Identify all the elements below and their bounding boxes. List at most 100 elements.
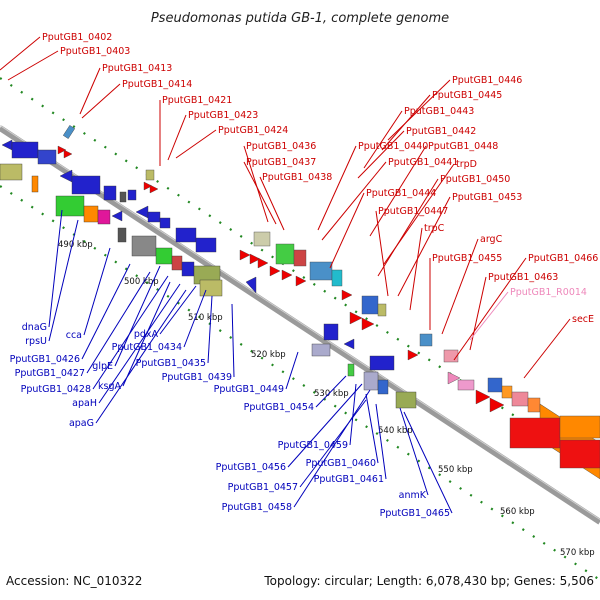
gene-label[interactable]: PputGB1_0455 — [432, 253, 502, 264]
leader-line — [381, 94, 431, 151]
topology-text: Topology: circular; Length: 6,078,430 bp… — [263, 574, 594, 588]
gene-label[interactable]: PputGB1_0463 — [488, 272, 558, 283]
gene-label[interactable]: PputGB1_0436 — [246, 141, 316, 152]
leader-line — [357, 130, 405, 179]
leader-line — [114, 265, 161, 367]
leader-line — [7, 50, 59, 81]
gene-label[interactable]: PputGB1_0403 — [60, 46, 130, 57]
gene-label[interactable]: PputGB1_0449 — [214, 384, 284, 395]
gene-label[interactable]: PputGB1_0441 — [388, 157, 458, 168]
leader-line — [453, 257, 527, 361]
gene-label[interactable]: PputGB1_0437 — [246, 157, 316, 168]
scale-tick-label: 490 kbp — [58, 240, 93, 250]
gene-label[interactable]: PputGB1_0421 — [162, 95, 232, 106]
leader-line — [409, 227, 423, 311]
leader-line — [441, 238, 479, 335]
leader-line — [523, 318, 571, 379]
gene-label[interactable]: apaH — [72, 398, 97, 409]
gene-label[interactable]: PputGB1_0413 — [102, 63, 172, 74]
leader-line — [175, 129, 217, 159]
leader-line — [86, 271, 151, 374]
leader-line — [469, 291, 509, 341]
gene-label[interactable]: PputGB1_0460 — [306, 458, 376, 469]
gene-label[interactable]: PputGB1_0435 — [136, 358, 206, 369]
gene-label[interactable]: PputGB1_0459 — [278, 440, 348, 451]
leader-line — [375, 210, 389, 297]
gene-label[interactable]: PputGB1_0402 — [42, 32, 112, 43]
gene-label[interactable]: PputGB1_0427 — [15, 368, 85, 379]
scale-tick-label: 510 kbp — [188, 313, 223, 323]
gene-label[interactable]: PputGB1_0458 — [222, 502, 292, 513]
leader-line — [299, 399, 367, 488]
scale-tick-label: 560 kbp — [500, 507, 535, 517]
gene-label[interactable]: trpC — [424, 223, 445, 234]
plus-strand-genes — [57, 125, 600, 480]
scale-tick-label: 520 kbp — [251, 350, 286, 360]
gene-label[interactable]: PputGB1_0447 — [378, 206, 448, 217]
leader-line — [159, 285, 197, 335]
label-leaders — [0, 36, 571, 514]
leader-line — [92, 275, 169, 390]
gene-label[interactable]: PputGB1_0428 — [21, 384, 91, 395]
scale-tick-label: 550 kbp — [438, 465, 473, 475]
leader-line — [167, 114, 187, 161]
gene-label[interactable]: PputGB1_0439 — [162, 372, 232, 383]
leader-line — [0, 36, 41, 71]
leader-line — [397, 196, 451, 297]
gene-label[interactable]: anmK — [399, 490, 427, 501]
gene-label[interactable]: pdxA — [134, 329, 159, 340]
gene-label[interactable]: trpD — [456, 159, 477, 170]
gene-label[interactable]: PputGB1_0461 — [314, 474, 384, 485]
gene-label[interactable]: secE — [572, 314, 594, 325]
leader-line — [79, 67, 101, 115]
leader-line — [317, 145, 357, 231]
gene-label[interactable]: PputGB1_0465 — [380, 508, 450, 519]
gene-label[interactable]: PputGB1_0453 — [452, 192, 522, 203]
gene-label[interactable]: argC — [480, 234, 503, 245]
leader-line — [83, 247, 111, 336]
leader-line — [95, 289, 187, 424]
gene-label[interactable]: PputGB1_0414 — [122, 79, 192, 90]
leader-line — [183, 289, 207, 348]
gene-label[interactable]: PputGB1_0423 — [188, 110, 258, 121]
gene-label[interactable]: cca — [66, 330, 82, 341]
gene-label[interactable]: PputGB1_0466 — [528, 253, 598, 264]
accession-text: Accession: NC_010322 — [6, 574, 142, 588]
gene-label[interactable]: apaG — [69, 418, 94, 429]
gene-label[interactable]: PputGB1_0443 — [404, 106, 474, 117]
gene-label[interactable]: PputGB1_0438 — [262, 172, 332, 183]
gene-label[interactable]: PputGB1_0446 — [452, 75, 522, 86]
leader-line — [375, 403, 387, 480]
gene-label[interactable]: PputGB1_R0014 — [510, 287, 587, 298]
gene-label[interactable]: PputGB1_0444 — [366, 188, 436, 199]
leader-line — [259, 176, 285, 231]
leader-line — [369, 145, 427, 237]
scale-tick-label: 500 kbp — [124, 277, 159, 287]
map-title: Pseudomonas putida GB-1, complete genome — [151, 11, 449, 26]
gene-label[interactable]: PputGB1_0448 — [428, 141, 498, 152]
leader-line — [287, 383, 363, 468]
gene-label[interactable]: rpsU — [25, 336, 47, 347]
leader-line — [81, 263, 131, 360]
leader-line — [243, 161, 277, 225]
leader-line — [315, 375, 347, 408]
gene-label[interactable]: PputGB1_0454 — [244, 402, 314, 413]
gene-label[interactable]: PputGB1_0456 — [216, 462, 286, 473]
gene-label[interactable]: ksgA — [98, 381, 121, 392]
gene-label[interactable]: glpE — [92, 361, 113, 372]
gene-label[interactable]: PputGB1_0424 — [218, 125, 288, 136]
gene-label[interactable]: dnaG — [22, 322, 47, 333]
gene-label[interactable]: PputGB1_0434 — [112, 342, 182, 353]
gene-label[interactable]: PputGB1_0457 — [228, 482, 298, 493]
gene-label[interactable]: PputGB1_0445 — [432, 90, 502, 101]
gene-label[interactable]: PputGB1_0450 — [440, 174, 510, 185]
scale-tick-label: 540 kbp — [378, 426, 413, 436]
gene-label[interactable]: PputGB1_0426 — [10, 354, 80, 365]
gene-label[interactable]: PputGB1_0442 — [406, 126, 476, 137]
gene-label[interactable]: PputGB1_0440 — [358, 141, 428, 152]
leader-line — [207, 295, 213, 364]
leader-line — [469, 276, 487, 351]
minus-strand-genes — [0, 139, 417, 409]
